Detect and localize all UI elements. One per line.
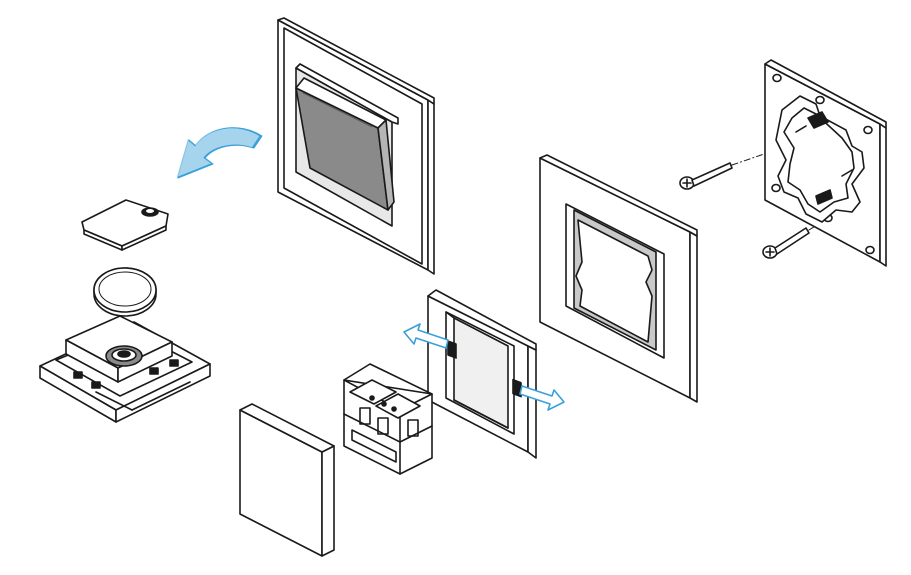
- mechanism-insert: [39, 315, 211, 423]
- screw-upper: [679, 151, 771, 190]
- rocker-paddle: [295, 77, 395, 211]
- battery-cover: [81, 199, 169, 251]
- push-button-cap: [239, 403, 335, 557]
- square-frame: [539, 154, 698, 403]
- switch-module: [343, 363, 433, 475]
- adapter-frame: [427, 289, 537, 459]
- expand-arrows-icon: [403, 323, 565, 411]
- coin-battery: [93, 267, 157, 317]
- mounting-plate: [764, 59, 887, 267]
- screws: [679, 151, 853, 259]
- rotate-arrow-icon: [176, 127, 263, 179]
